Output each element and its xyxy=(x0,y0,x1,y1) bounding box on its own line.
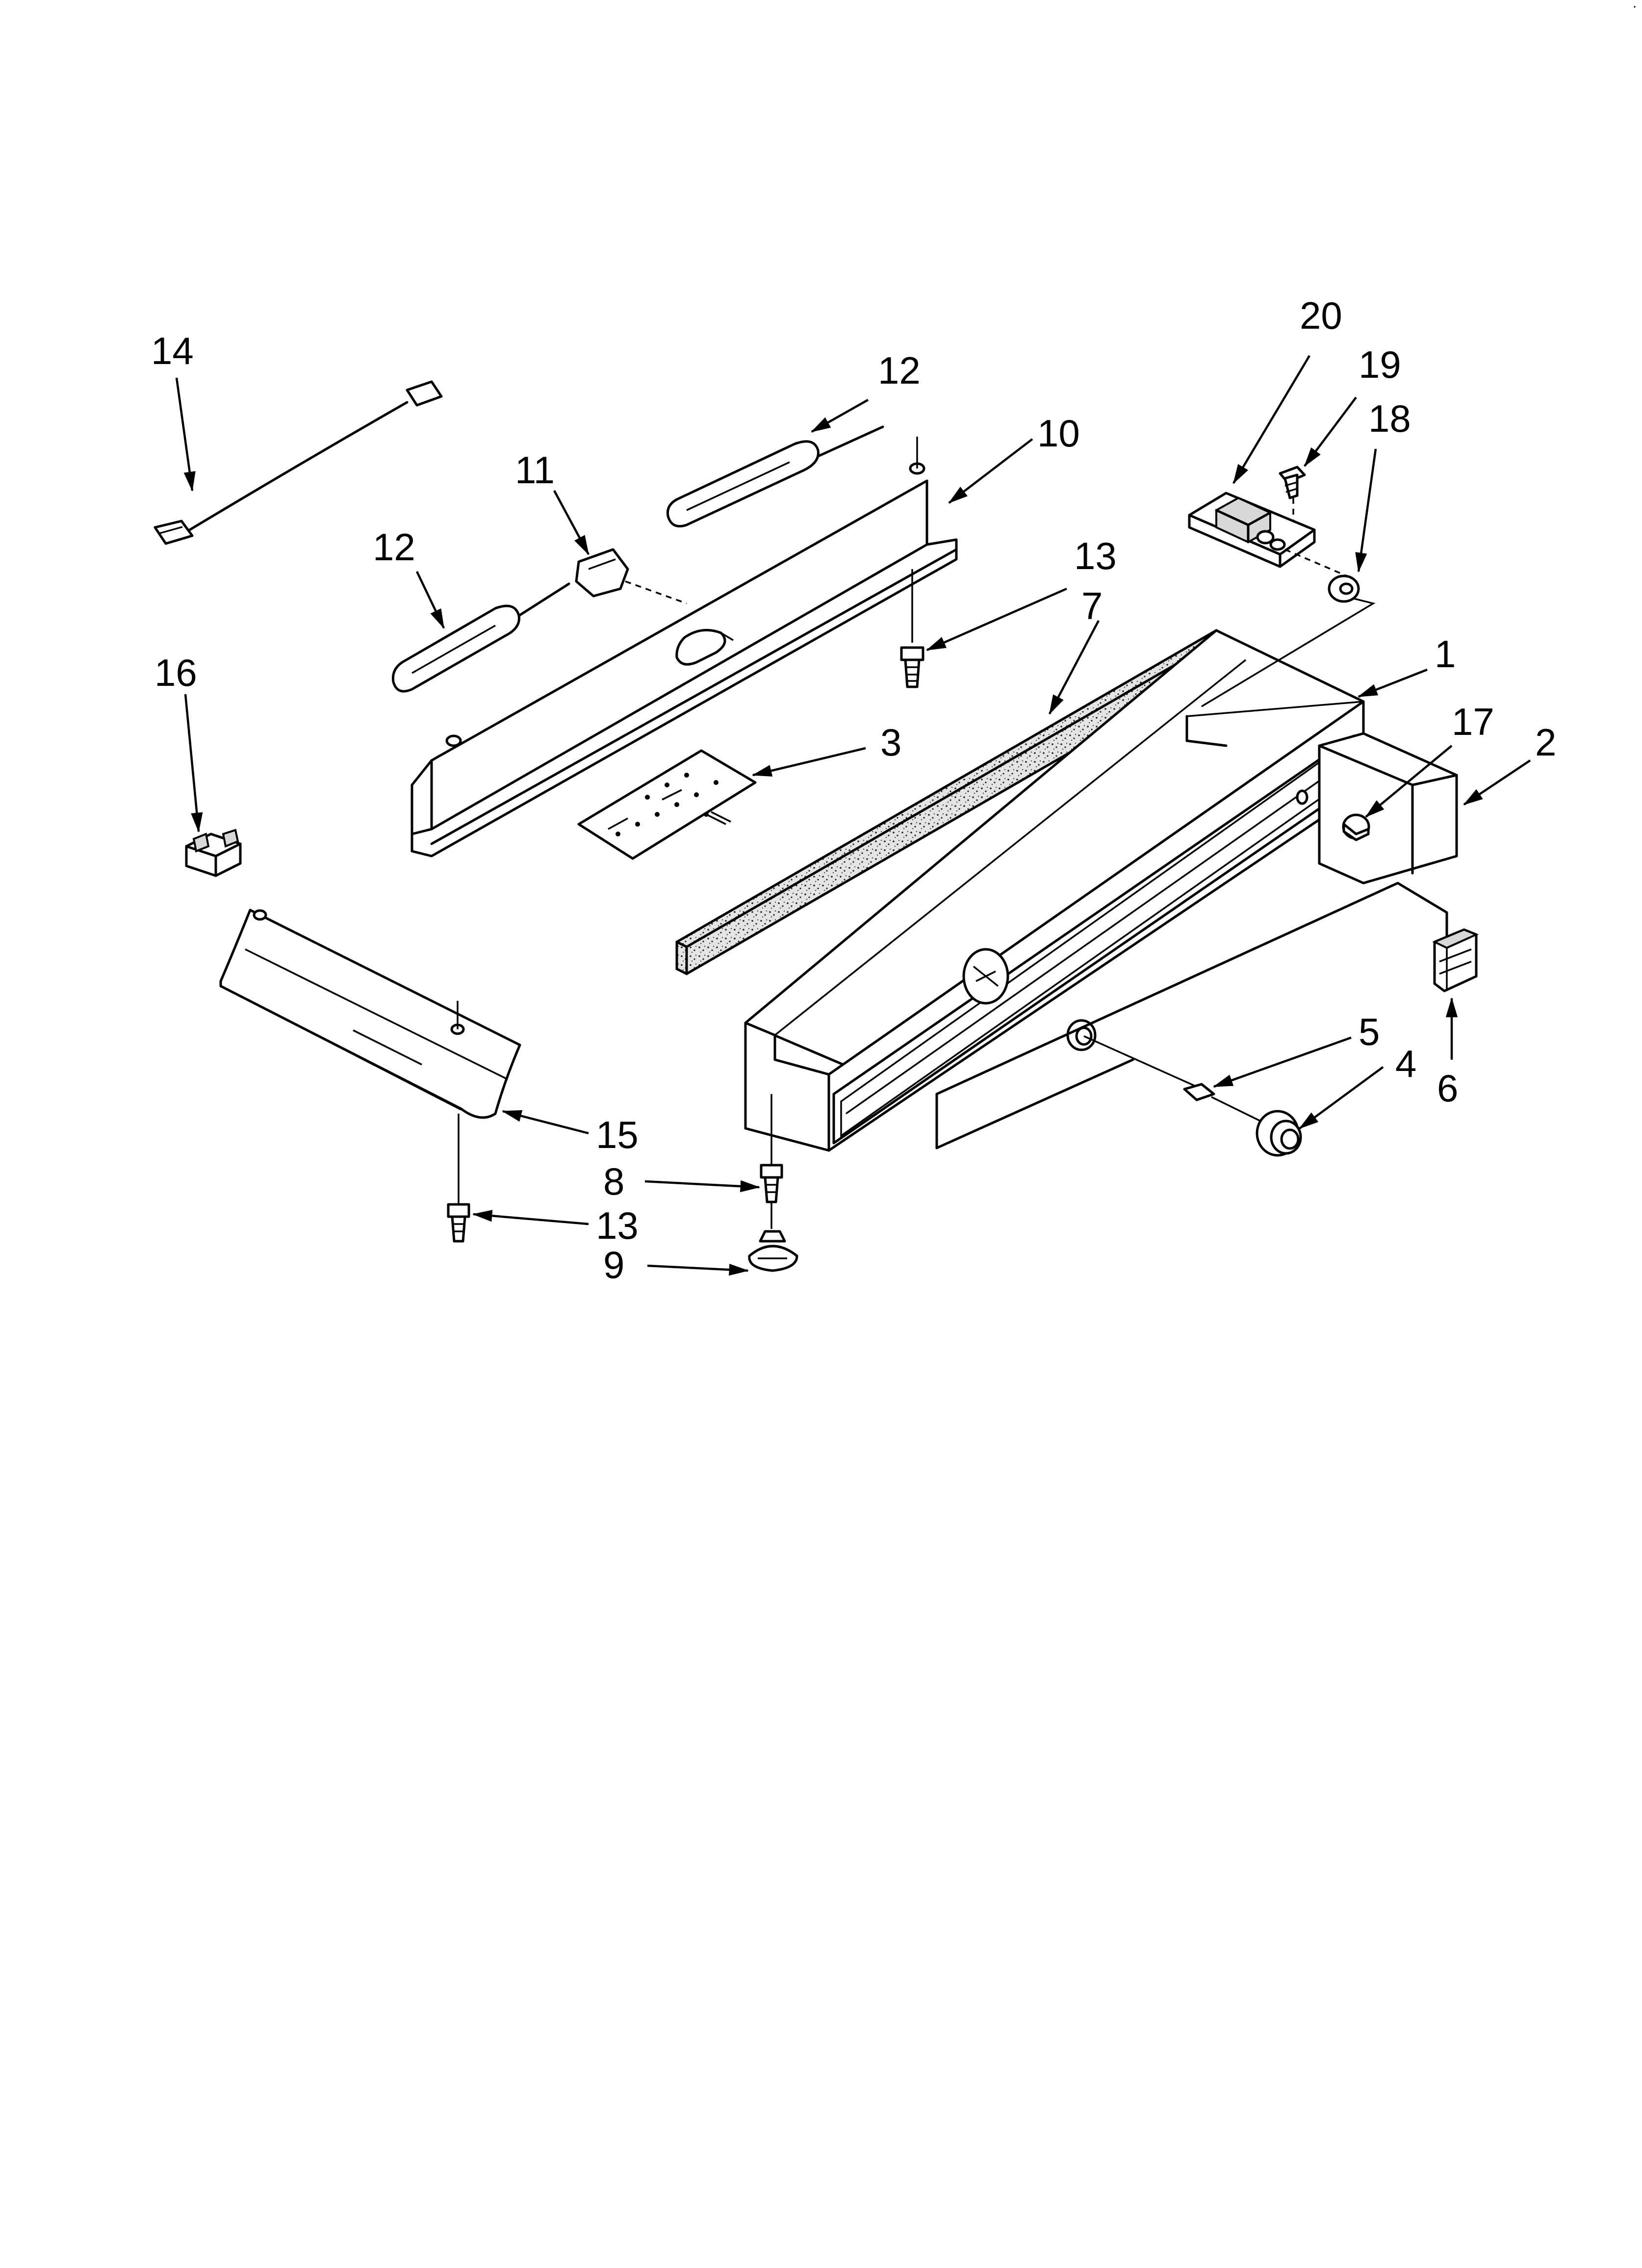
leader-14 xyxy=(175,377,196,492)
leader-5 xyxy=(1213,1036,1352,1088)
callout-17: 17 xyxy=(1452,700,1494,743)
callout-8: 8 xyxy=(603,1160,624,1203)
sensor-probe-upper-part xyxy=(666,425,884,528)
leader-16 xyxy=(184,694,203,833)
lower-panel-part xyxy=(219,909,521,1119)
screw-lower-part xyxy=(760,1094,783,1203)
leader-18 xyxy=(1355,448,1377,573)
callout-6: 6 xyxy=(1437,1067,1458,1110)
leader-8 xyxy=(644,1180,761,1193)
callout-1: 1 xyxy=(1435,632,1456,676)
callout-18: 18 xyxy=(1368,397,1411,440)
board-screw-part xyxy=(1279,466,1354,580)
leader-15 xyxy=(502,1110,589,1135)
leader-12b xyxy=(415,571,445,629)
leader-9 xyxy=(647,1263,749,1276)
corner-mark: · xyxy=(1632,0,1637,14)
callout-4: 4 xyxy=(1395,1042,1416,1085)
leader-1 xyxy=(1358,668,1428,698)
rail-bracket-part xyxy=(410,437,958,858)
label-part xyxy=(1083,1035,1215,1101)
leader-12a xyxy=(811,399,869,433)
foot-part xyxy=(748,1202,798,1272)
end-panel-part xyxy=(1318,732,1458,885)
leader-20 xyxy=(1232,355,1310,484)
wire-harness-part xyxy=(154,380,443,545)
control-board-part xyxy=(1188,492,1316,568)
leader-13a xyxy=(926,587,1067,652)
callout-16: 16 xyxy=(154,651,197,694)
button-part xyxy=(1342,813,1370,841)
leader-7 xyxy=(1049,620,1100,715)
main-housing-part xyxy=(744,629,1365,1152)
callout-2: 2 xyxy=(1535,721,1556,764)
sensor-probe-lower-part xyxy=(391,582,570,693)
probe-clip-part xyxy=(575,548,687,604)
callout-3: 3 xyxy=(880,721,901,764)
leader-11 xyxy=(553,490,590,555)
callout-20: 20 xyxy=(1300,294,1342,337)
callout-14: 14 xyxy=(151,329,194,372)
grommet-part xyxy=(1201,574,1376,707)
screw-upper-part xyxy=(900,569,924,688)
callout-11: 11 xyxy=(515,448,555,492)
callout-10: 10 xyxy=(1037,412,1080,455)
leader-19 xyxy=(1304,396,1357,467)
callout-13-lower: 13 xyxy=(596,1204,639,1247)
leader-2 xyxy=(1463,759,1531,806)
leader-lines xyxy=(175,355,1531,1276)
callout-15: 15 xyxy=(596,1113,639,1156)
callout-7: 7 xyxy=(1081,584,1103,627)
callout-5: 5 xyxy=(1359,1010,1380,1053)
leader-13b xyxy=(472,1210,589,1225)
lower-bezel-outline xyxy=(935,882,1448,1149)
leader-10 xyxy=(948,438,1033,504)
callout-labels: 14 12 10 11 12 13 7 20 19 18 1 17 2 16 3… xyxy=(151,294,1556,1286)
leader-3 xyxy=(752,747,866,777)
switch-part xyxy=(1432,928,1479,992)
leader-17 xyxy=(1365,745,1453,818)
callout-19: 19 xyxy=(1359,343,1401,386)
callout-13-upper: 13 xyxy=(1074,534,1117,577)
screw-lower-left-part xyxy=(447,1114,470,1243)
leader-4 xyxy=(1299,1066,1384,1129)
knob-part xyxy=(1211,1096,1302,1157)
callout-9: 9 xyxy=(603,1243,624,1286)
callout-12-lower: 12 xyxy=(373,525,415,569)
control-plate-part xyxy=(577,749,757,860)
small-clip-part xyxy=(185,829,242,877)
callout-12-upper: 12 xyxy=(878,349,921,392)
